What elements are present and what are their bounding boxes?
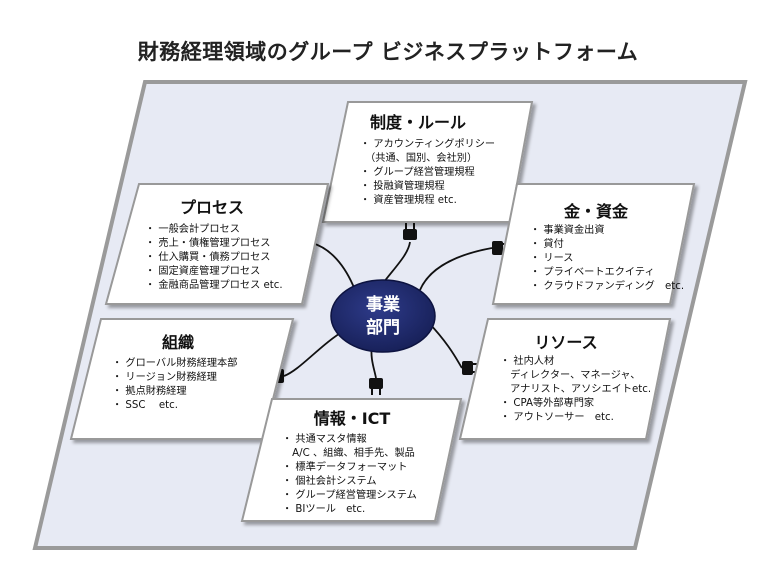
box-ict-item: ・ グループ経営管理システム: [282, 488, 417, 501]
box-rules-item: ・ 投融資管理規程: [360, 179, 445, 192]
box-rules-title: 制度・ルール: [370, 113, 466, 132]
box-resources-item: ・ アウトソーサー etc.: [500, 411, 614, 423]
box-resources-title: リソース: [534, 333, 597, 352]
hub-business-unit: 事業 部門: [330, 279, 436, 353]
plug-icon-rules: [403, 223, 417, 240]
box-org-title: 組織: [162, 333, 194, 352]
box-resources-item: ・ 社内人材: [500, 354, 554, 367]
box-process-item: ・ 一般会計プロセス: [145, 222, 240, 235]
box-finance-item: ・ 貸付: [530, 237, 564, 250]
box-ict-item: ・ 共通マスタ情報: [282, 432, 367, 445]
box-resources-item: ・ CPA等外部専門家: [500, 396, 594, 409]
box-rules-item: ・ アカウンティングポリシー: [360, 137, 495, 150]
box-org: 組織 ・ グローバル財務経理本部 ・ リージョン財務経理 ・ 拠点財務経理 ・ …: [69, 318, 295, 440]
box-finance-item: ・ プライベートエクイティ: [530, 266, 655, 278]
box-ict-item: ・ 個社会計システム: [282, 474, 377, 487]
box-org-item: ・ 拠点財務経理: [112, 384, 187, 397]
box-resources-item: ディレクター、マネージャ、: [500, 368, 640, 381]
cable-finance: [419, 247, 493, 291]
box-rules-item: ・ グループ経営管理規程: [360, 165, 475, 178]
box-finance-title: 金・資金: [563, 202, 629, 221]
box-rules: 制度・ルール ・ アカウンティングポリシー （共通、国別、会社別） ・ グループ…: [321, 101, 534, 223]
box-process-item: ・ 固定資産管理プロセス: [145, 264, 260, 277]
box-process-title: プロセス: [180, 198, 244, 217]
box-org-item: ・ リージョン財務経理: [112, 370, 217, 383]
box-ict-item: ・ BIツール etc.: [282, 504, 365, 515]
hub-label-line1: 事業: [366, 294, 400, 315]
box-finance-item: ・ 事業資金出資: [530, 223, 605, 236]
box-ict: 情報・ICT ・ 共通マスタ情報 A/C 、組織、相手先、製品 ・ 標準データフ…: [240, 398, 463, 522]
plug-icon-ict: [369, 378, 383, 395]
box-finance-item: ・ クラウドファンディング etc.: [530, 279, 684, 292]
box-finance: 金・資金 ・ 事業資金出資 ・ 貸付 ・ リース ・ プライベートエクイティ ・…: [491, 183, 696, 305]
box-resources: リソース ・ 社内人材 ディレクター、マネージャ、 アナリスト、アソシエイトet…: [458, 318, 672, 440]
box-ict-item: A/C 、組織、相手先、製品: [282, 446, 415, 459]
box-process: プロセス ・ 一般会計プロセス ・ 売上・債権管理プロセス ・ 仕入購買・債務プ…: [104, 183, 330, 305]
box-org-item: ・ グローバル財務経理本部: [112, 356, 237, 369]
box-process-item: ・ 仕入購買・債務プロセス: [145, 250, 271, 263]
box-rules-item: （共通、国別、会社別）: [360, 151, 477, 164]
hub-label-line2: 部門: [366, 317, 400, 338]
box-process-item: ・ 金融商品管理プロセス etc.: [145, 278, 283, 291]
box-process-item: ・ 売上・債権管理プロセス: [145, 236, 271, 249]
box-org-item: ・ SSC etc.: [112, 400, 178, 411]
box-finance-item: ・ リース: [530, 253, 573, 264]
box-ict-title: 情報・ICT: [314, 409, 391, 428]
box-ict-item: ・ 標準データフォーマット: [282, 460, 408, 473]
box-rules-item: ・ 資産管理規程 etc.: [360, 193, 457, 206]
page-title: 財務経理領域のグループ ビジネスプラットフォーム: [137, 40, 639, 64]
cable-process: [311, 242, 356, 291]
box-resources-item: アナリスト、アソシエイトetc.: [500, 383, 651, 395]
